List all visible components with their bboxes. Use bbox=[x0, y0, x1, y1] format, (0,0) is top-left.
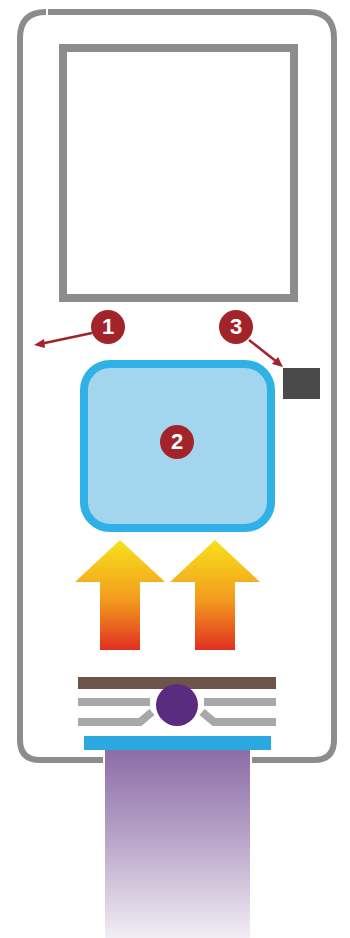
leader-arrowhead bbox=[34, 339, 45, 348]
callout-number: 3 bbox=[219, 310, 253, 344]
sensor-chip bbox=[84, 364, 271, 528]
callout-number: 2 bbox=[160, 425, 194, 459]
indicator-square bbox=[283, 368, 320, 399]
leader-arrowhead bbox=[272, 357, 283, 367]
callout-circle bbox=[91, 310, 125, 344]
callout-circle bbox=[160, 425, 194, 459]
display-screen bbox=[63, 48, 294, 298]
test-strip bbox=[105, 745, 250, 938]
strip-contact bbox=[84, 736, 271, 750]
leader-line bbox=[40, 333, 92, 344]
sample-drop bbox=[156, 684, 198, 726]
callout-circle bbox=[219, 310, 253, 344]
meter-housing bbox=[20, 12, 334, 760]
leader-line bbox=[249, 340, 277, 362]
heat-arrow bbox=[75, 540, 165, 650]
heat-arrow bbox=[170, 540, 260, 650]
callout-number: 1 bbox=[91, 310, 125, 344]
